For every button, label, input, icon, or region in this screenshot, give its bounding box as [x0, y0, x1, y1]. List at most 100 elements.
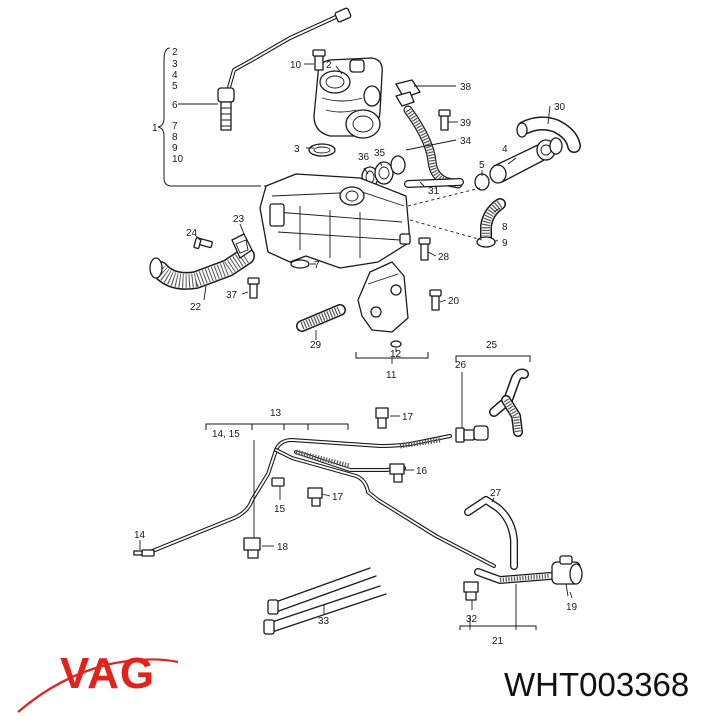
callout-brace-13-right [251, 424, 309, 430]
gasket-23 [231, 233, 253, 259]
vag-logo-text: VAG [60, 649, 155, 698]
callout-32: 32 [466, 614, 478, 625]
callout-39: 39 [460, 118, 472, 129]
screw-10 [312, 49, 326, 71]
pipe-31 [404, 178, 464, 188]
callout-17b: 17 [332, 492, 344, 503]
end-fitting-14 [133, 549, 155, 557]
callout-brace-25 [455, 355, 531, 362]
exhaust-pipe-22 [149, 247, 255, 290]
callout-23: 23 [233, 214, 245, 225]
callout-29: 29 [310, 340, 322, 351]
callout-labels: 2 3 4 5 6 1 7 8 9 10 10 2 3 38 39 34 30 … [134, 47, 578, 647]
callout-26: 26 [455, 360, 467, 371]
callout-3: 3 [172, 59, 178, 70]
callout-21: 21 [492, 636, 504, 647]
hose-25 [489, 368, 529, 437]
clamp-9 [476, 236, 496, 248]
connector-34b [390, 155, 406, 175]
bolt-20 [429, 289, 442, 311]
callout-15: 15 [274, 504, 286, 515]
hose-8 [480, 198, 506, 242]
callout-4b: 4 [502, 144, 508, 155]
callout-18: 18 [277, 542, 289, 553]
callout-brace-21 [459, 625, 537, 630]
callout-13: 13 [270, 408, 282, 419]
hose-27 [464, 496, 518, 570]
bracket-11 [357, 261, 409, 333]
callout-5b: 5 [479, 160, 485, 171]
callout-11: 11 [386, 370, 397, 381]
hose-29 [296, 304, 346, 332]
egr-valve [313, 57, 383, 139]
clip-18 [243, 537, 261, 559]
callout-22: 22 [190, 302, 202, 313]
bolt-28 [418, 237, 431, 261]
callout-9b: 9 [502, 238, 508, 249]
callout-3b: 3 [294, 144, 300, 155]
callout-28: 28 [438, 252, 450, 263]
bolt-39 [438, 109, 451, 131]
egr-cooler-housing [259, 173, 411, 269]
callout-brace-13 [205, 423, 349, 430]
bolt-24 [193, 237, 213, 250]
callout-19: 19 [566, 602, 578, 613]
callout-25: 25 [486, 340, 498, 351]
callout-36: 36 [358, 152, 370, 163]
callout-14-15: 14, 15 [212, 429, 240, 440]
temperature-probe [217, 7, 352, 131]
callout-brace-1 [157, 47, 258, 187]
gasket-3 [308, 143, 336, 157]
callout-2b: 2 [326, 60, 332, 71]
vag-logo: VAG [17, 649, 179, 713]
connector-26 [455, 425, 489, 443]
callout-10b: 10 [290, 60, 302, 71]
callout-38: 38 [460, 82, 472, 93]
callout-30: 30 [554, 102, 566, 113]
connector-15 [271, 477, 285, 487]
callout-8b: 8 [502, 222, 508, 233]
clip-17-upper [375, 407, 389, 429]
callout-10: 10 [172, 154, 184, 165]
washer-12 [390, 340, 402, 348]
coolant-hose-34 [395, 79, 463, 189]
callout-24: 24 [186, 228, 198, 239]
callout-17: 17 [402, 412, 414, 423]
leader-lines [139, 63, 573, 630]
cable-tie-33 [263, 567, 387, 635]
clip-32 [463, 581, 479, 601]
callout-14: 14 [134, 530, 146, 541]
hose-segment-upper [295, 437, 441, 469]
hose-21 [474, 568, 554, 584]
clamp-35 [374, 161, 394, 185]
callout-12: 12 [390, 349, 402, 360]
callout-16: 16 [416, 466, 428, 477]
callout-8: 8 [172, 132, 178, 143]
callout-1: 1 [152, 123, 158, 134]
callout-27: 27 [490, 488, 502, 499]
part-number: WHT003368 [504, 666, 689, 703]
callout-35: 35 [374, 148, 386, 159]
callout-2: 2 [172, 47, 178, 58]
callout-9: 9 [172, 143, 178, 154]
bolt-37 [247, 277, 260, 299]
seal-ring-5 [474, 173, 490, 191]
callout-7: 7 [172, 121, 178, 132]
clip-17-lower [307, 487, 323, 507]
solenoid-valve-19 [551, 555, 583, 597]
callout-6: 6 [172, 100, 178, 111]
callout-34: 34 [460, 136, 472, 147]
clip-16 [389, 463, 405, 483]
callout-37: 37 [226, 290, 238, 301]
hose-30 [516, 116, 581, 153]
vacuum-line-13 [148, 434, 496, 568]
callout-7b: 7 [314, 260, 320, 271]
callout-33: 33 [318, 616, 330, 627]
callout-20: 20 [448, 296, 460, 307]
callout-5: 5 [172, 81, 178, 92]
callout-31: 31 [428, 186, 440, 197]
connector-pipe-4 [489, 137, 563, 184]
callout-4: 4 [172, 70, 178, 81]
